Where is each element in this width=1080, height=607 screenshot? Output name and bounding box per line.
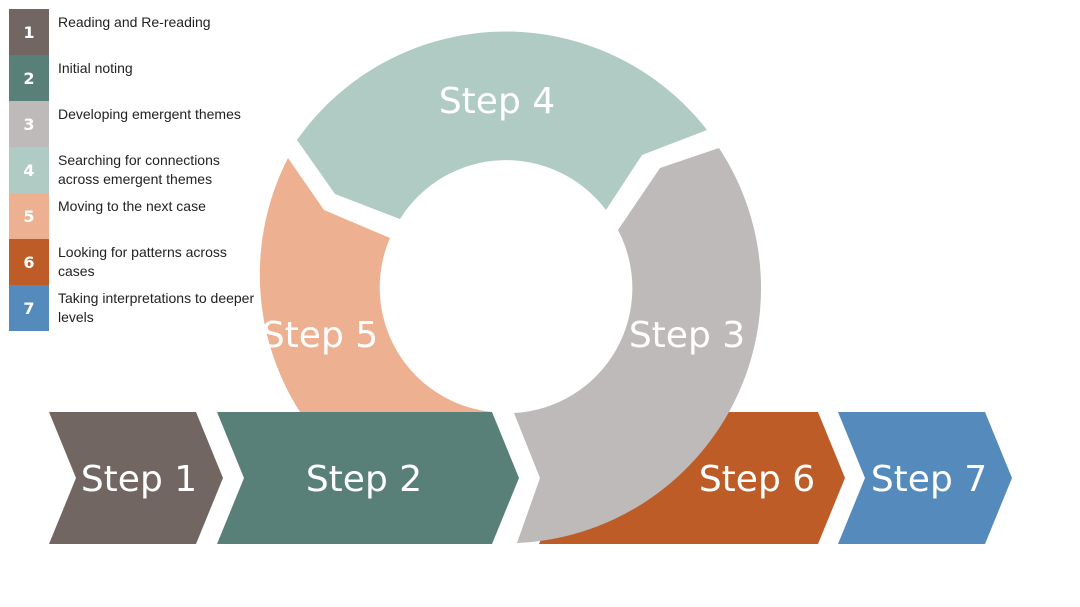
- step2-chevron: [217, 412, 519, 544]
- legend-swatch-2: 2: [9, 55, 49, 101]
- legend-swatch-3: 3: [9, 101, 49, 147]
- step3-label: Step 3: [629, 315, 745, 356]
- step7-chevron: [838, 412, 1012, 544]
- legend-swatch-6: 6: [9, 239, 49, 285]
- step6-label: Step 6: [699, 459, 815, 500]
- step7-label: Step 7: [871, 459, 987, 500]
- legend-swatch-7: 7: [9, 285, 49, 331]
- step3-arc: [514, 148, 762, 543]
- legend-item-6: 6 Looking for patterns across cases: [9, 239, 259, 285]
- legend-swatch-5: 5: [9, 193, 49, 239]
- legend-item-7: 7 Taking interpretations to deeper level…: [9, 285, 259, 331]
- legend-item-1: 1 Reading and Re-reading: [9, 9, 259, 55]
- step4-label: Step 4: [439, 81, 555, 122]
- step1-label: Step 1: [81, 459, 197, 500]
- legend-item-5: 5 Moving to the next case: [9, 193, 259, 239]
- legend-label-5: Moving to the next case: [58, 198, 206, 214]
- step5-label: Step 5: [262, 315, 378, 356]
- legend-label-7: Taking interpretations to deeper levels: [58, 290, 255, 325]
- legend-swatch-4: 4: [9, 147, 49, 193]
- legend-item-4: 4 Searching for connections across emerg…: [9, 147, 259, 193]
- legend-swatch-1: 1: [9, 9, 49, 55]
- legend-label-4: Searching for connections across emergen…: [58, 152, 220, 187]
- legend-label-6: Looking for patterns across cases: [58, 244, 227, 279]
- step2-label: Step 2: [306, 459, 422, 500]
- legend-item-3: 3 Developing emergent themes: [9, 101, 259, 147]
- legend-label-1: Reading and Re-reading: [58, 14, 211, 30]
- step5-arc: [259, 158, 492, 412]
- legend-label-3: Developing emergent themes: [58, 106, 241, 122]
- legend-label-2: Initial noting: [58, 60, 133, 76]
- legend-item-2: 2 Initial noting: [9, 55, 259, 101]
- step4-arc: [297, 31, 707, 219]
- step1-chevron: [49, 412, 223, 544]
- legend: 1 Reading and Re-reading 2 Initial notin…: [9, 9, 259, 331]
